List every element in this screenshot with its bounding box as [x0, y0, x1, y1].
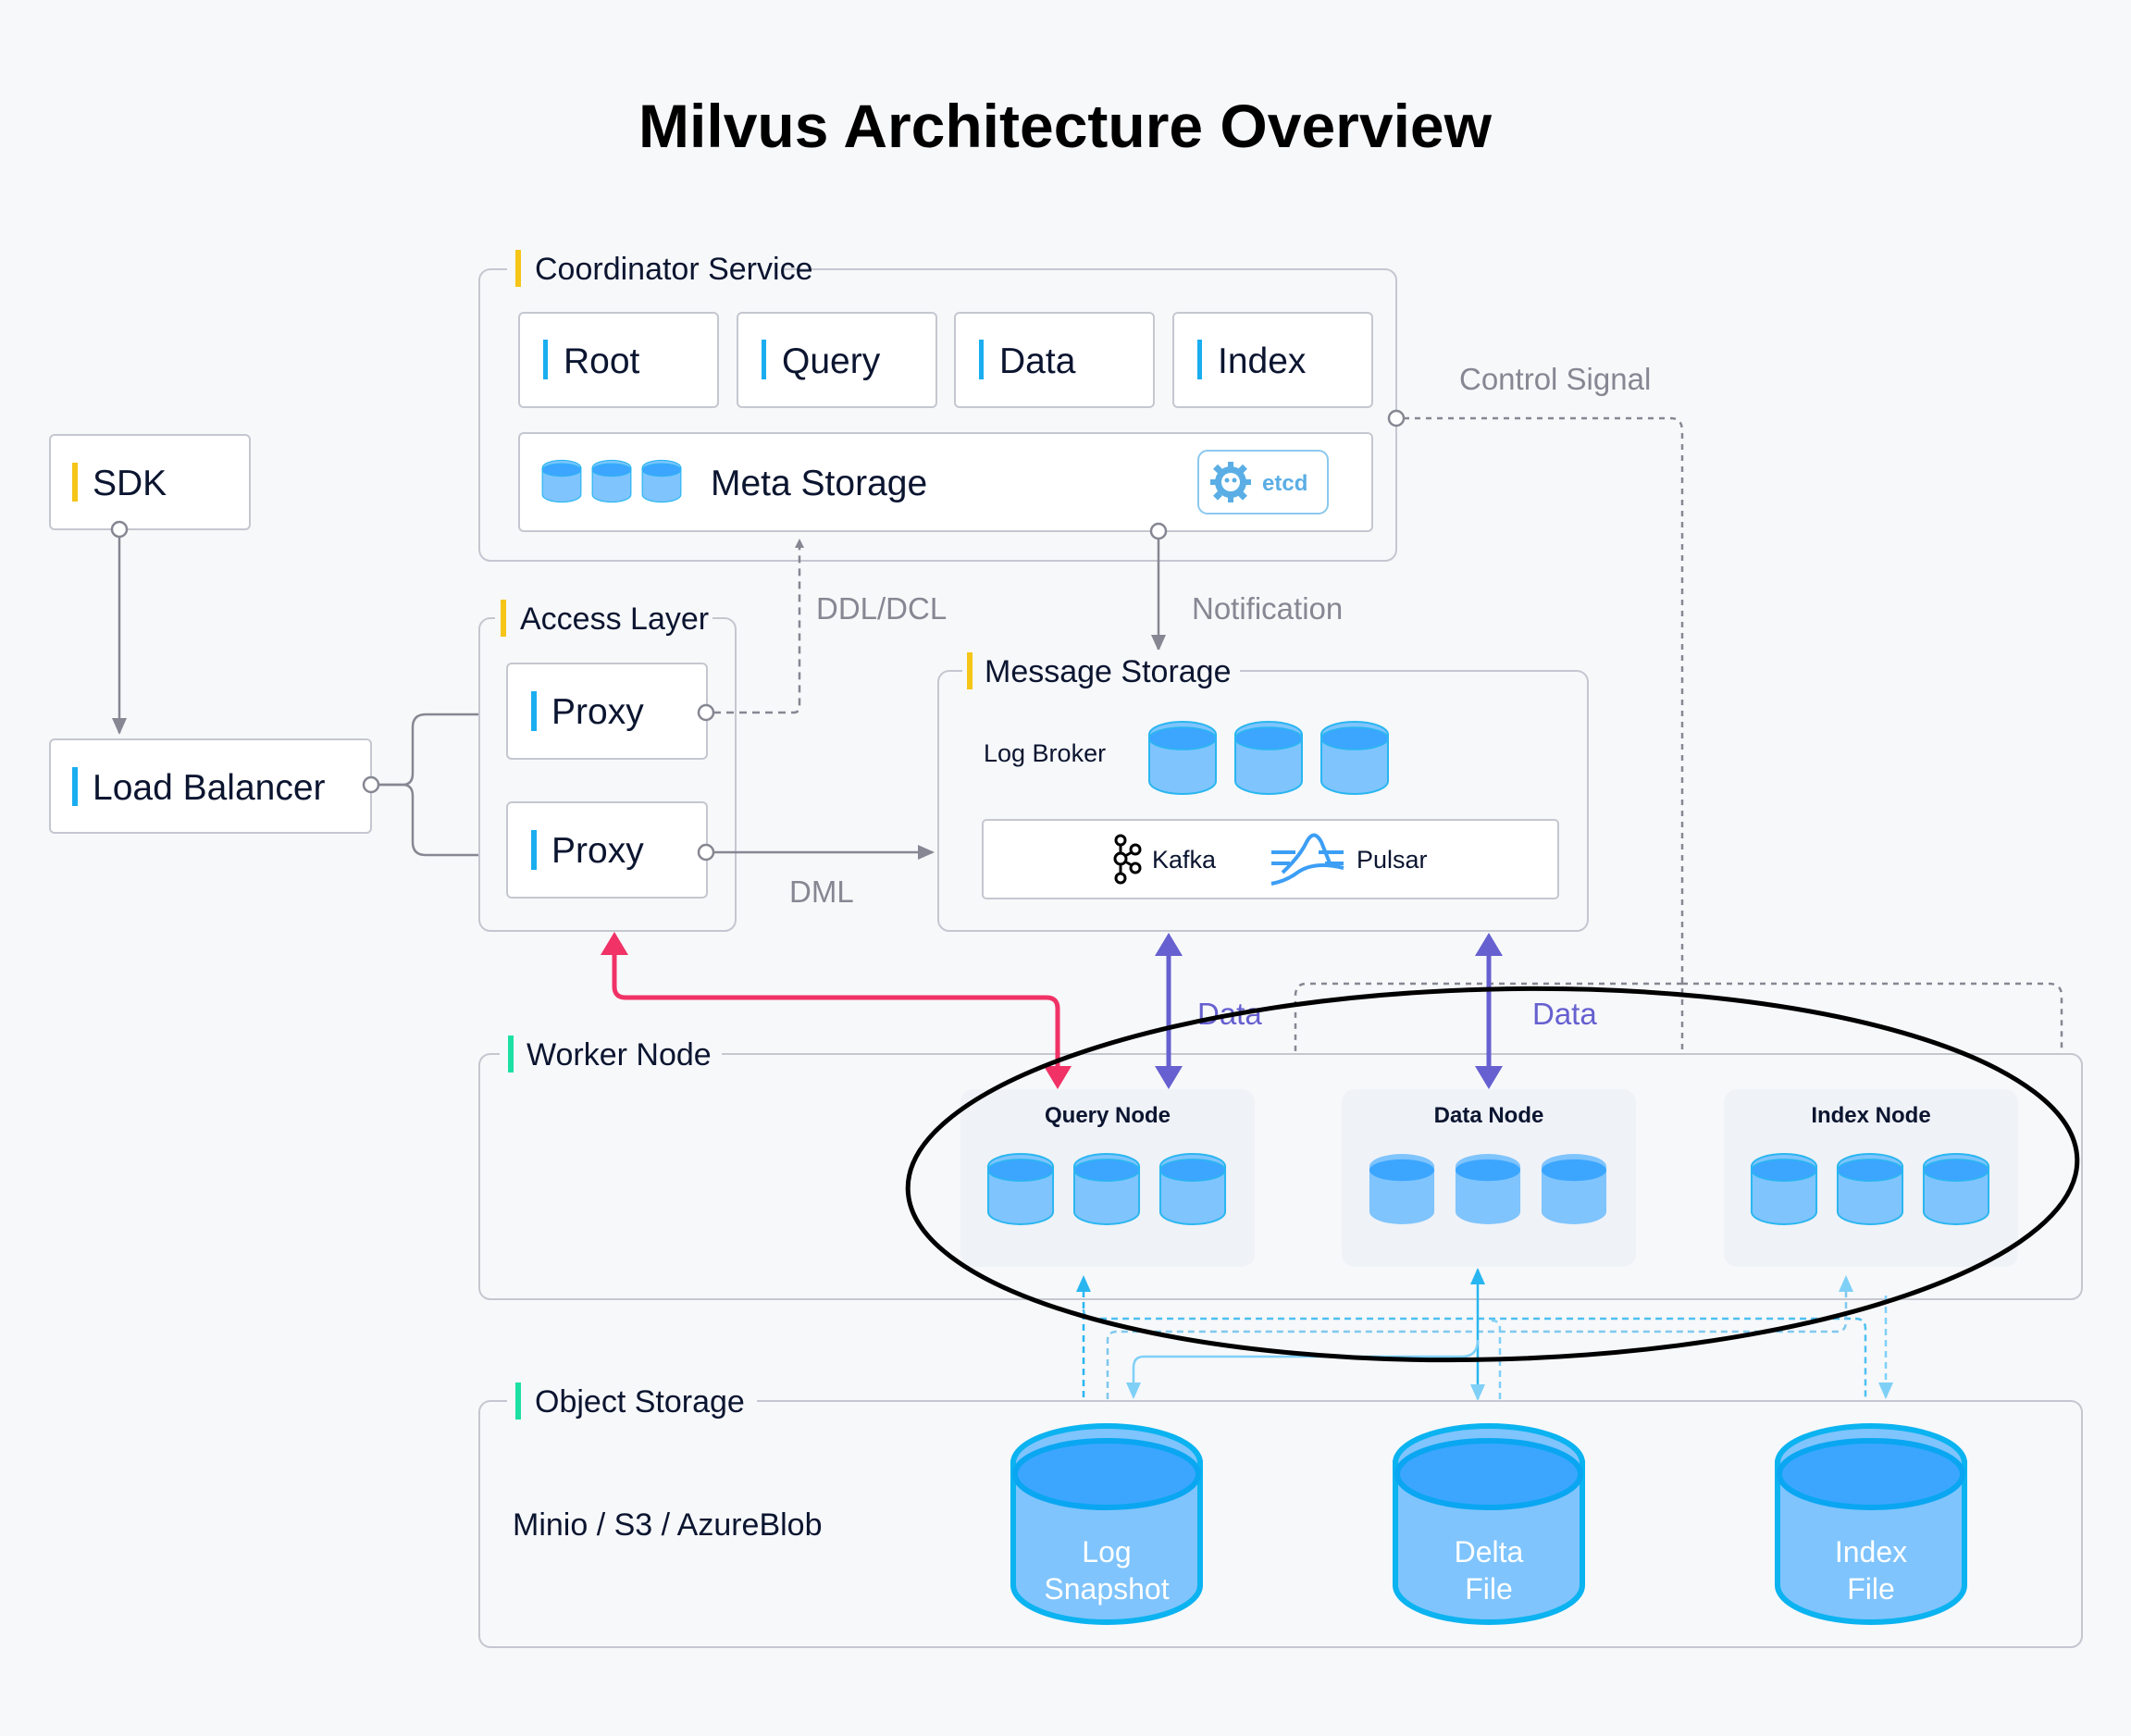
- svg-text:SDK: SDK: [93, 464, 167, 503]
- proxy-2[interactable]: Proxy: [506, 801, 708, 899]
- coordinator-service-label: Coordinator Service: [535, 252, 812, 287]
- storage-providers-label: Minio / S3 / AzureBlob: [513, 1507, 823, 1543]
- arrow-head-icon: [1155, 933, 1183, 956]
- dml-label: DML: [789, 874, 854, 909]
- notification-label: Notification: [1192, 591, 1343, 626]
- layer-accent-bar: [501, 600, 506, 637]
- highlight-ellipse: [905, 986, 2080, 1363]
- coordinator-index[interactable]: Index: [1172, 312, 1373, 408]
- object-storage-group: Object Storage Minio / S3 / AzureBlob Lo…: [478, 1381, 2083, 1648]
- database-icon: [1158, 1153, 1227, 1225]
- data-label-right: Data: [1532, 997, 1597, 1031]
- sdk-node[interactable]: SDK: [49, 434, 251, 530]
- log-snapshot-file[interactable]: Log Snapshot: [1013, 1426, 1200, 1622]
- arrow-head-icon: [1044, 1066, 1072, 1089]
- svg-text:etcd: etcd: [1262, 471, 1307, 496]
- diagram-title: Milvus Architecture Overview: [638, 92, 1493, 160]
- svg-text:Query: Query: [782, 341, 881, 381]
- layer-accent-bar: [515, 1383, 521, 1420]
- pulsar-icon: [1270, 833, 1344, 886]
- database-icon: [1148, 721, 1217, 795]
- svg-text:Root: Root: [564, 341, 640, 381]
- svg-text:Data Node: Data Node: [1434, 1103, 1544, 1128]
- index-node[interactable]: Index Node: [1724, 1089, 2018, 1267]
- object-storage-label: Object Storage: [535, 1384, 745, 1420]
- svg-text:Log: Log: [1082, 1535, 1131, 1569]
- database-icon: [541, 459, 582, 503]
- svg-text:File: File: [1847, 1572, 1895, 1606]
- proxy-1[interactable]: Proxy: [506, 663, 708, 760]
- data-node[interactable]: Data Node: [1342, 1089, 1636, 1267]
- database-icon: [591, 459, 632, 503]
- database-icon: [1234, 721, 1303, 795]
- svg-text:Index Node: Index Node: [1811, 1103, 1930, 1128]
- database-icon: [1320, 721, 1389, 795]
- edge-query-results: [612, 936, 1060, 1081]
- message-storage-group: Message Storage Log Broker Kafka: [937, 650, 1589, 932]
- database-icon: [1750, 1153, 1818, 1225]
- edge-control-signal-index: [1682, 982, 2063, 1190]
- svg-text:Proxy: Proxy: [551, 831, 644, 871]
- svg-text:Delta: Delta: [1455, 1535, 1524, 1569]
- svg-text:File: File: [1465, 1572, 1513, 1606]
- database-icon: [986, 1153, 1055, 1225]
- layer-accent-bar: [515, 250, 521, 287]
- access-layer-label: Access Layer: [520, 601, 709, 637]
- database-icon: [641, 459, 682, 503]
- database-icon: [1369, 1154, 1435, 1224]
- delta-file[interactable]: Delta File: [1395, 1426, 1582, 1622]
- port-icon: [362, 775, 380, 794]
- arrow-head-icon: [1475, 1066, 1503, 1089]
- database-icon: [1541, 1154, 1607, 1224]
- control-signal-label: Control Signal: [1459, 362, 1651, 396]
- arrow-head-icon: [601, 932, 628, 955]
- database-icon: [1922, 1153, 1990, 1225]
- etcd-icon: [1210, 462, 1251, 502]
- svg-text:Kafka: Kafka: [1152, 846, 1217, 874]
- kafka-icon: [1113, 834, 1142, 885]
- log-broker-label: Log Broker: [984, 739, 1106, 767]
- port-icon: [1149, 522, 1168, 540]
- broker-options-box: Kafka Pulsar: [982, 819, 1559, 899]
- svg-text:Pulsar: Pulsar: [1357, 846, 1428, 874]
- index-file[interactable]: Index File: [1778, 1426, 1964, 1622]
- svg-text:Index: Index: [1835, 1535, 1907, 1569]
- port-icon: [110, 520, 129, 539]
- meta-storage[interactable]: Meta Storage etcd: [518, 432, 1373, 532]
- edge-ddl-dcl: [713, 539, 804, 714]
- worker-node-label: Worker Node: [527, 1037, 712, 1073]
- etcd-badge: etcd: [1197, 450, 1329, 515]
- layer-accent-bar: [967, 652, 973, 689]
- load-balancer-node[interactable]: Load Balancer: [49, 738, 372, 834]
- svg-text:Proxy: Proxy: [551, 692, 644, 732]
- coordinator-root[interactable]: Root: [518, 312, 719, 408]
- database-icon: [1836, 1153, 1904, 1225]
- edge-loadbalancer-to-proxy-2: [378, 783, 502, 862]
- message-storage-label: Message Storage: [985, 654, 1232, 689]
- query-node[interactable]: Query Node: [960, 1089, 1255, 1267]
- svg-text:Snapshot: Snapshot: [1044, 1572, 1169, 1606]
- access-layer-group: Access Layer Proxy Proxy: [478, 597, 737, 932]
- coordinator-service-group: Coordinator Service Root Query Data Inde…: [478, 250, 1397, 562]
- port-icon: [697, 843, 715, 862]
- arrow-head-icon: [1155, 1066, 1183, 1089]
- worker-node-group: Worker Node Query Node Data Node Index N…: [478, 1034, 2083, 1300]
- ddl-dcl-label: DDL/DCL: [816, 591, 947, 626]
- coordinator-data[interactable]: Data: [954, 312, 1155, 408]
- svg-text:Query Node: Query Node: [1045, 1103, 1171, 1128]
- coordinator-query[interactable]: Query: [737, 312, 937, 408]
- arrow-head-icon: [1475, 933, 1503, 956]
- layer-accent-bar: [508, 1035, 514, 1073]
- database-icon: [1072, 1153, 1141, 1225]
- svg-text:Data: Data: [999, 341, 1076, 381]
- svg-text:Index: Index: [1218, 341, 1307, 381]
- port-icon: [697, 703, 715, 722]
- edge-control-signal-data: [1404, 416, 1684, 1190]
- svg-text:Meta Storage: Meta Storage: [711, 464, 927, 503]
- port-icon: [1387, 409, 1406, 428]
- svg-text:Load Balancer: Load Balancer: [93, 768, 326, 808]
- database-icon: [1455, 1154, 1521, 1224]
